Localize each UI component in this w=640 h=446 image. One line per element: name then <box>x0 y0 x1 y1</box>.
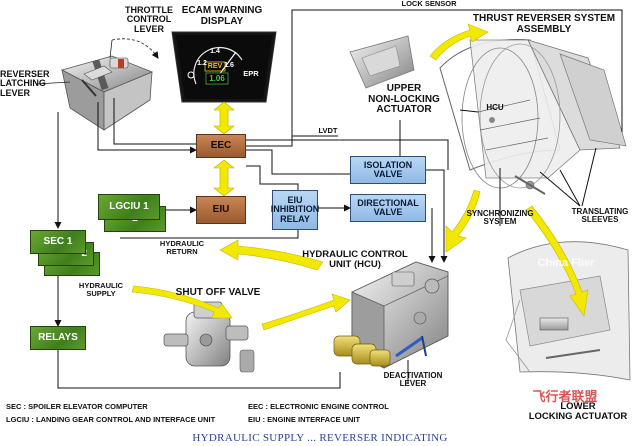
ecam-display-illustration <box>171 31 277 103</box>
ecam-warning-display-label: ECAM WARNING DISPLAY <box>181 5 263 27</box>
deactivation-lever-label: DEACTIVATION LEVER <box>383 371 443 389</box>
legend-lgciu: LGCIU : LANDING GEAR CONTROL AND INTERFA… <box>6 415 216 424</box>
shut-off-valve-label: SHUT OFF VALVE <box>175 287 261 298</box>
gauge-scale-low: 1.2 <box>197 60 207 67</box>
gauge-scale-mid: 1.4 <box>210 48 220 55</box>
synchronizing-system-label: SYNCHRONIZING SYSTEM <box>466 209 534 227</box>
legend-eiu: EIU : ENGINE INTERFACE UNIT <box>248 415 361 424</box>
rev-indication: REV <box>207 63 223 70</box>
hydraulic-control-unit-label: HYDRAULIC CONTROL UNIT (HCU) <box>302 249 408 270</box>
throttle-quadrant-illustration <box>35 38 159 131</box>
lock-sensor-label: LOCK SENSOR <box>401 0 457 8</box>
eec-eiu-arrow <box>213 159 235 197</box>
watermark-cn: 飞行者联盟 <box>532 389 598 404</box>
hydraulic-return-label: HYDRAULIC RETURN <box>159 239 205 256</box>
lgciu-1-box: LGCIU 1 <box>98 194 160 220</box>
hydraulic-flow-arrows <box>131 23 589 331</box>
lower-locking-actuator-label: LOWER LOCKING ACTUATOR <box>528 401 628 422</box>
lower-locking-actuator-illustration <box>505 241 631 381</box>
upper-non-locking-actuator-label: UPPER NON-LOCKING ACTUATOR <box>368 83 440 115</box>
shut-off-valve-illustration <box>163 301 255 373</box>
watermark-en: China Flier <box>537 257 595 269</box>
hcu-illustration <box>333 261 449 369</box>
connection-lines <box>54 9 623 389</box>
isolation-valve-box: ISOLATION VALVE <box>350 156 426 184</box>
eiu-inhibition-relay-box: EIU INHIBITION RELAY <box>271 190 319 230</box>
eec-box: EEC <box>196 134 246 158</box>
legend-sec: SEC : SPOILER ELEVATOR COMPUTER <box>6 402 148 411</box>
epr-label: EPR <box>243 69 259 78</box>
hcu-callout-label: HCU <box>486 103 504 112</box>
hydraulic-supply-label: HYDRAULIC SUPPLY <box>78 281 124 298</box>
gauge-scale-high: 1.6 <box>224 62 234 69</box>
throttle-control-lever-label: THROTTLE CONTROL LEVER <box>125 5 173 34</box>
eiu-box: EIU <box>196 196 246 224</box>
legend-eec: EEC : ELECTRONIC ENGINE CONTROL <box>248 402 389 411</box>
directional-valve-box: DIRECTIONAL VALVE <box>350 194 426 222</box>
thrust-reverser-assembly-illustration <box>349 35 627 195</box>
lvdt-label: LVDT <box>318 126 338 135</box>
thrust-reverser-system-assembly-label: THRUST REVERSER SYSTEM ASSEMBLY <box>472 13 616 35</box>
translating-sleeves-label: TRANSLATING SLEEVES <box>571 207 629 225</box>
figure-caption: HYDRAULIC SUPPLY ... REVERSER INDICATING <box>192 432 448 444</box>
sec-1-box: SEC 1 <box>30 230 86 254</box>
eec-ecam-arrow <box>213 101 235 135</box>
epr-readout: 1.06 <box>209 74 225 83</box>
relays-box: RELAYS <box>30 326 86 350</box>
reverser-latching-lever-label: REVERSER LATCHING LEVER <box>0 69 50 98</box>
